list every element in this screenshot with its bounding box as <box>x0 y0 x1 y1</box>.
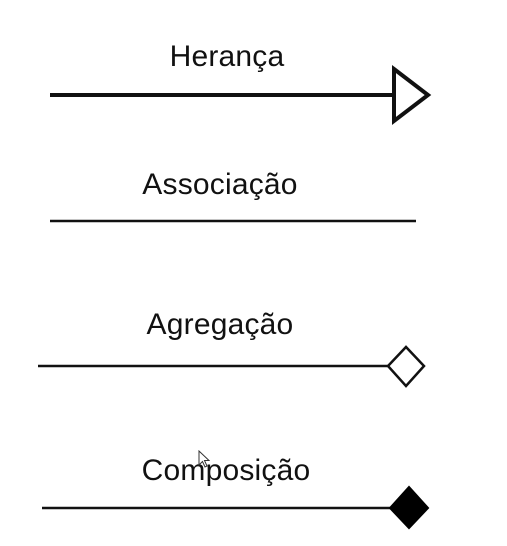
relation-agregacao: Agregação <box>38 308 426 388</box>
relation-associacao: Associação <box>50 168 416 223</box>
hollow-triangle-icon <box>392 64 432 126</box>
relation-composicao: Composição <box>42 454 430 530</box>
relation-label-associacao: Associação <box>142 168 297 201</box>
filled-diamond-icon <box>388 485 430 530</box>
hollow-diamond-icon <box>386 345 426 388</box>
relation-label-agregacao: Agregação <box>147 308 294 341</box>
relation-label-composicao: Composição <box>142 454 311 487</box>
relation-label-heranca: Herança <box>170 40 285 73</box>
relation-heranca: Herança <box>50 40 432 126</box>
